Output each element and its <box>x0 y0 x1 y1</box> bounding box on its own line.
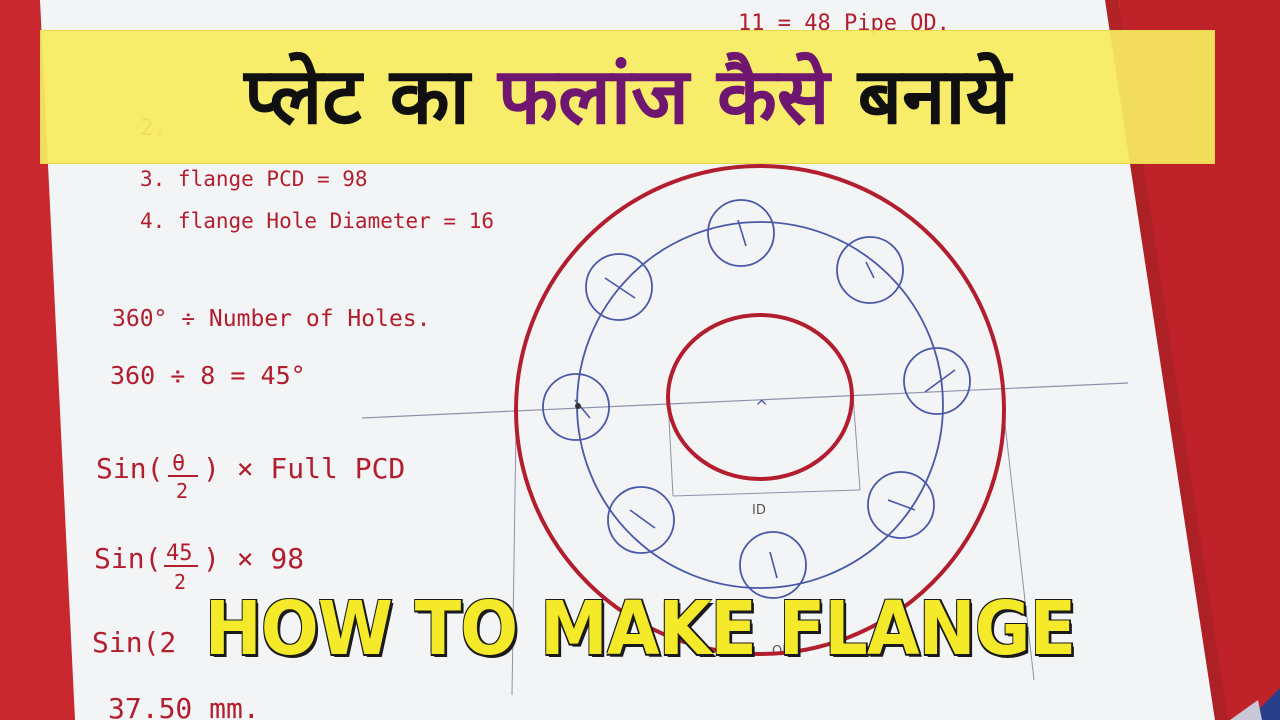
bolt-center-dot <box>575 403 581 409</box>
id-line-right <box>852 394 861 491</box>
bolt-hole-marks <box>574 219 956 579</box>
bolt-hole <box>739 531 807 599</box>
title-word-ka: का <box>389 52 470 142</box>
bolt-hole <box>867 471 935 539</box>
projection-line-left <box>511 427 517 696</box>
note-two-2: 2 <box>174 570 186 594</box>
note-angle-formula: 360° ÷ Number of Holes. <box>112 306 431 332</box>
note-sin-1: Sin( <box>96 452 163 485</box>
flange-inner-bore <box>666 313 854 481</box>
flange-drawing: ID OD ^ <box>361 164 1129 696</box>
note-line-3: 3. flange PCD = 98 <box>140 167 368 191</box>
note-pcd-suffix: ) × Full PCD <box>203 452 405 485</box>
bolt-hole <box>903 347 971 415</box>
bolt-hole <box>542 373 610 441</box>
id-label: ID <box>752 503 766 518</box>
note-result: 37.50 mm. <box>108 692 260 720</box>
note-theta: θ <box>172 451 185 476</box>
bolt-hole <box>836 236 904 304</box>
note-partial-sin: Sin(2 <box>92 626 176 659</box>
title-word-flange: फलांज <box>497 52 689 142</box>
note-two-1: 2 <box>176 479 188 503</box>
paper-shadow <box>1105 0 1228 720</box>
center-line-horizontal <box>361 382 1129 419</box>
hindi-title-banner: प्लेट का फलांज कैसे बनाये <box>40 30 1215 164</box>
center-mark: ^ <box>755 397 768 416</box>
english-title: HOW TO MAKE FLANGE <box>204 586 1076 672</box>
bolt-hole <box>607 486 675 554</box>
projection-line-right <box>1003 414 1035 681</box>
id-dimension-line <box>672 489 861 497</box>
paper-sheet <box>40 0 1215 720</box>
pen <box>1230 688 1280 720</box>
note-calc-suffix: ) × 98 <box>203 542 304 575</box>
title-word-banaye: बनाये <box>857 52 1011 142</box>
bolt-hole <box>707 199 775 267</box>
hindi-title: प्लेट का फलांज कैसे बनाये <box>244 58 1011 136</box>
note-sin-2: Sin( <box>94 542 161 575</box>
title-word-plate: प्लेट <box>244 52 362 142</box>
flange-outer-circle <box>514 164 1006 656</box>
note-line-4: 4. flange Hole Diameter = 16 <box>140 209 494 233</box>
bolt-holes <box>542 199 971 599</box>
bolt-hole <box>585 253 653 321</box>
note-angle-calc: 360 ÷ 8 = 45° <box>110 361 306 390</box>
note-forty-five: 45 <box>166 541 193 566</box>
title-word-kaise: कैसे <box>716 52 830 142</box>
